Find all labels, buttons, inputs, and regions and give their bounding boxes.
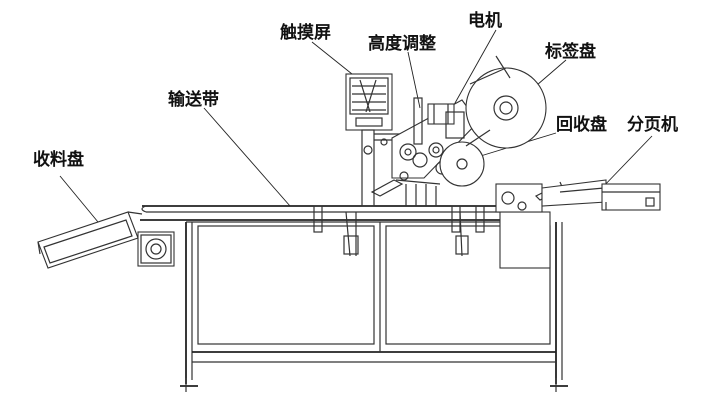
- machine-frame: [180, 211, 568, 392]
- label-collection-tray: 收料盘: [33, 150, 84, 170]
- label-motor: 电机: [468, 11, 502, 31]
- label-conveyor-belt: 输送带: [168, 90, 219, 110]
- touch-screen-unit: [345, 73, 406, 207]
- label-rewind-reel: 回收盘: [556, 115, 607, 135]
- collection-tray: [37, 211, 143, 269]
- paging-machine: [495, 179, 661, 213]
- belt-clamps: [313, 205, 485, 257]
- conveyor-belt: [140, 205, 500, 223]
- label-touch-screen: 触摸屏: [280, 23, 331, 43]
- left-motor-box: [137, 231, 175, 267]
- label-paging-machine: 分页机: [627, 115, 678, 135]
- labeling-head: [370, 55, 547, 206]
- label-height-adjust: 高度调整: [368, 34, 436, 54]
- label-label-reel: 标签盘: [545, 42, 596, 62]
